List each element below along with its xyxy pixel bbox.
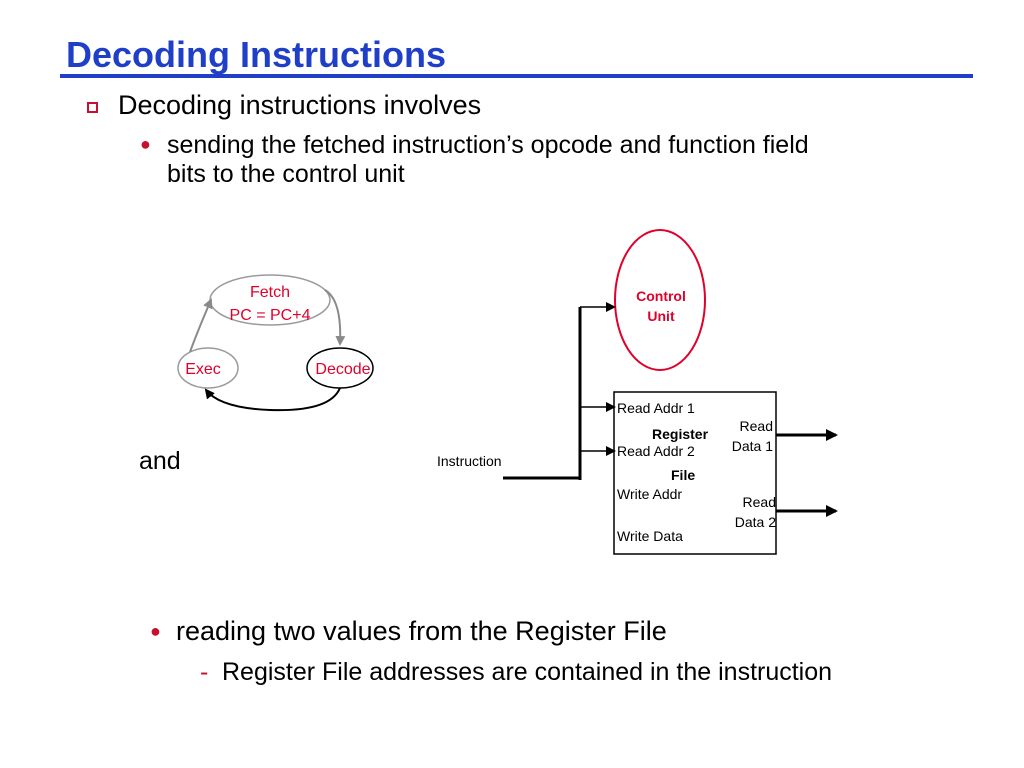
instruction-label: Instruction xyxy=(437,453,502,469)
exec-node xyxy=(177,347,239,389)
sub-bullet-opcode-line1: sending the fetched instruction’s opcode… xyxy=(167,131,809,159)
round-bullet-icon: ● xyxy=(150,621,161,641)
bullet-decoding: Decoding instructions involves xyxy=(118,90,482,120)
round-bullet-icon: ● xyxy=(140,134,151,154)
exec-to-fetch-arrow xyxy=(189,298,213,353)
register-label: Register xyxy=(652,426,709,442)
read-addr2-label: Read Addr 2 xyxy=(617,443,695,459)
control-unit-node xyxy=(614,229,706,371)
write-data-label: Write Data xyxy=(617,528,683,544)
sub-bullet-register-read: reading two values from the Register Fil… xyxy=(176,616,667,646)
fetch-label: Fetch xyxy=(250,284,290,301)
decode-to-exec-arrow xyxy=(204,387,341,412)
sub-sub-bullet-addresses: Register File addresses are contained in… xyxy=(222,658,833,686)
control-unit-label-1: Control xyxy=(636,288,686,304)
read-data1-label-1: Read xyxy=(740,418,773,434)
fetch-to-decode-arrow xyxy=(324,289,346,346)
file-label: File xyxy=(671,467,695,483)
read-data2-label-1: Read xyxy=(743,494,776,510)
read-data1-label-2: Data 1 xyxy=(732,438,773,454)
exec-label: Exec xyxy=(185,361,221,378)
register-file-datapath: Control Unit Instruction Read Addr 1 Reg… xyxy=(437,229,838,555)
decode-label: Decode xyxy=(315,361,370,378)
dash-bullet: - xyxy=(200,658,209,686)
square-bullet-icon xyxy=(87,102,98,113)
control-unit-label-2: Unit xyxy=(647,308,675,324)
title-underline xyxy=(60,74,973,78)
write-addr-label: Write Addr xyxy=(617,486,682,502)
slide-title: Decoding Instructions xyxy=(66,34,447,75)
pc-update-label: PC = PC+4 xyxy=(230,307,311,324)
and-label: and xyxy=(139,447,181,475)
read-addr1-label: Read Addr 1 xyxy=(617,400,695,416)
sub-bullet-opcode-line2: bits to the control unit xyxy=(167,160,405,188)
read-data2-label-2: Data 2 xyxy=(735,514,776,530)
instruction-cycle-diagram: Fetch PC = PC+4 Exec Decode xyxy=(177,274,374,412)
register-file-box xyxy=(613,391,777,555)
